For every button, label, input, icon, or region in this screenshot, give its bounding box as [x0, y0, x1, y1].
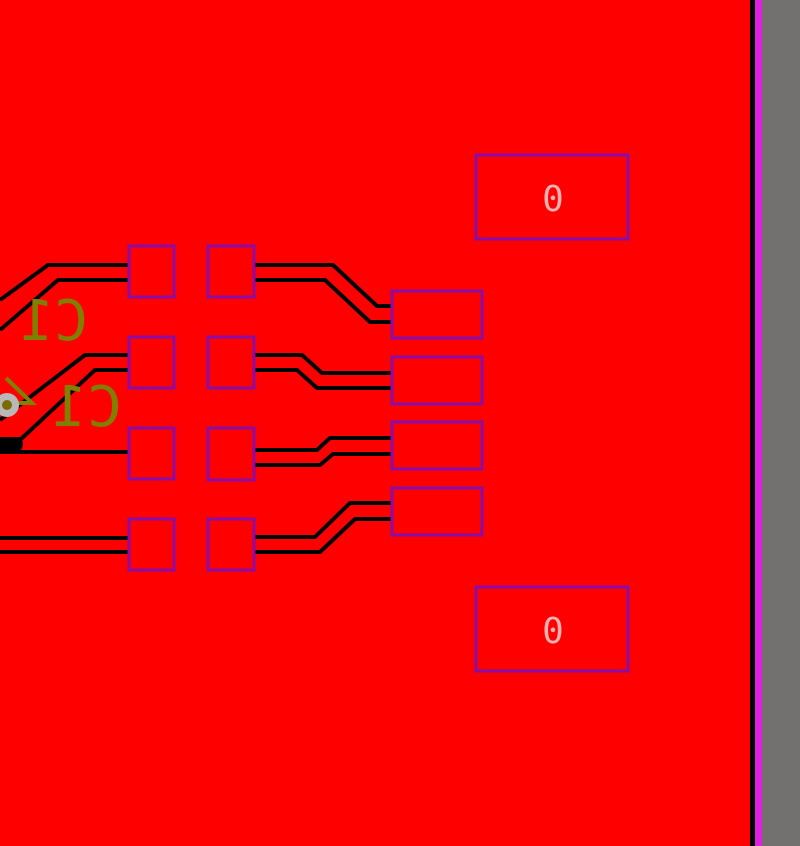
smd-pad [127, 426, 176, 481]
trace-row2-left-b [18, 368, 128, 442]
connector-pad [390, 289, 484, 340]
smd-pad [206, 335, 256, 390]
smd-pad [206, 426, 256, 482]
trace-row1-left-b [0, 278, 128, 332]
mounting-pad-top: 0 [474, 153, 630, 241]
smd-pad [206, 517, 256, 572]
off-board-area [762, 0, 800, 846]
trace-row1-right-a [255, 263, 392, 308]
mounting-pad-bottom: 0 [474, 585, 630, 673]
smd-pad [127, 517, 176, 572]
smd-pad [206, 244, 256, 299]
connector-pad [390, 355, 484, 406]
silkscreen-c1-upper: C1 [20, 289, 88, 354]
trace-row4-right-b [255, 517, 392, 554]
trace-row2-right-b [255, 368, 392, 390]
silkscreen-label: C1 [52, 375, 122, 440]
traces [0, 263, 392, 554]
trace-row4-right-a [255, 501, 392, 539]
smd-pad [127, 244, 176, 299]
silkscreen-c1-lower: C1 [52, 375, 122, 440]
connector-pad [390, 420, 484, 471]
board-edge-highlight [755, 0, 762, 846]
trace-row3-right-a [255, 436, 392, 452]
trace-row1-right-b [255, 278, 392, 324]
connector-pad [390, 486, 484, 537]
silkscreen-label: C1 [20, 289, 88, 354]
smd-pad-grid [127, 244, 256, 572]
connector-pads [390, 289, 484, 537]
mounting-pad-number: 0 [542, 179, 564, 220]
copper-pour [0, 0, 750, 846]
trace-stub [0, 437, 23, 451]
via-icon [0, 393, 19, 417]
smd-pad [127, 335, 176, 390]
mounting-pad-number: 0 [542, 611, 564, 652]
board-edge-line [750, 0, 755, 846]
trace-row3-right-b [255, 452, 392, 467]
trace-row1-left-a [0, 263, 128, 302]
trace-row2-right-a [255, 353, 392, 375]
